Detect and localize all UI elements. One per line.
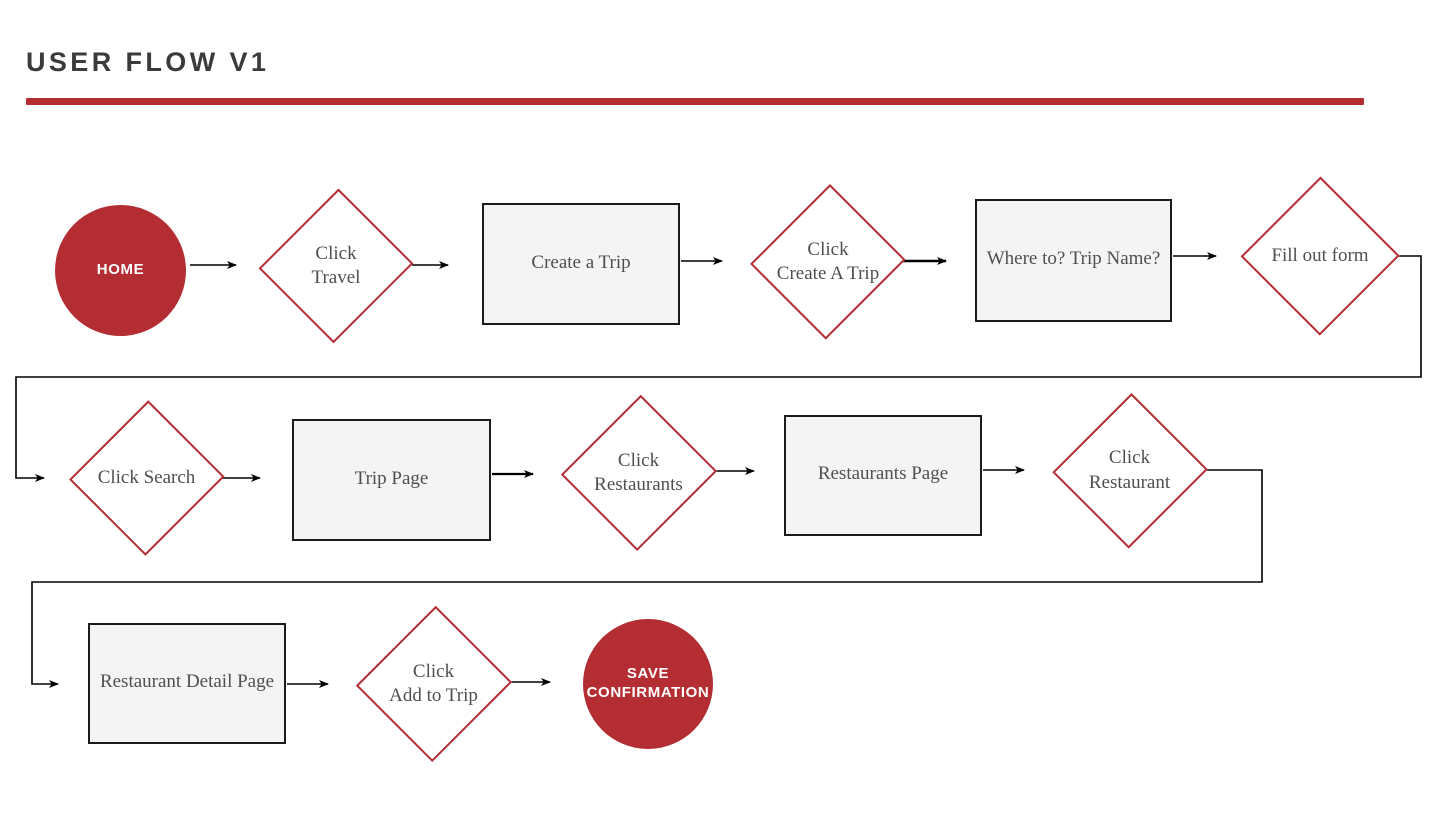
node-click-create-a-trip[interactable]: Click Create A Trip [750,182,906,342]
node-click-add-to-trip[interactable]: Click Add to Trip [355,604,512,764]
node-home[interactable]: HOME [55,205,186,336]
node-click-restaurant[interactable]: Click Restaurant [1051,391,1208,550]
node-restaurant-detail-page[interactable]: Restaurant Detail Page [88,623,286,744]
node-fill-out-form[interactable]: Fill out form [1240,176,1400,336]
connector-fill-out-form-to-click-search [15,255,1422,482]
node-where-to-trip-name-label: Where to? Trip Name? [986,248,1161,270]
diamond-shape [1051,392,1208,549]
title-underline-rule [26,98,1364,105]
node-save-confirmation[interactable]: SAVE CONFIRMATION [583,619,713,749]
node-restaurant-detail-page-label: Restaurant Detail Page [99,671,275,693]
diamond-shape [258,188,414,344]
diamond-shape [750,184,906,340]
node-trip-page[interactable]: Trip Page [292,419,491,541]
diamond-shape [1240,176,1400,336]
node-create-a-trip[interactable]: Create a Trip [482,203,680,325]
node-restaurants-page[interactable]: Restaurants Page [784,415,982,536]
diamond-shape [68,400,225,556]
diamond-shape [355,605,512,763]
node-create-a-trip-label: Create a Trip [531,251,631,273]
page-title: USER FLOW V1 [26,47,270,77]
node-restaurants-page-label: Restaurants Page [817,463,949,485]
node-trip-page-label: Trip Page [354,467,429,489]
node-click-search[interactable]: Click Search [68,399,225,557]
diamond-shape [560,394,717,552]
node-click-travel[interactable]: Click Travel [258,186,414,346]
node-save-confirmation-label: SAVE CONFIRMATION [586,665,710,701]
node-home-label: HOME [96,261,145,279]
node-click-restaurants[interactable]: Click Restaurants [560,393,717,553]
node-where-to-trip-name[interactable]: Where to? Trip Name? [975,199,1172,322]
